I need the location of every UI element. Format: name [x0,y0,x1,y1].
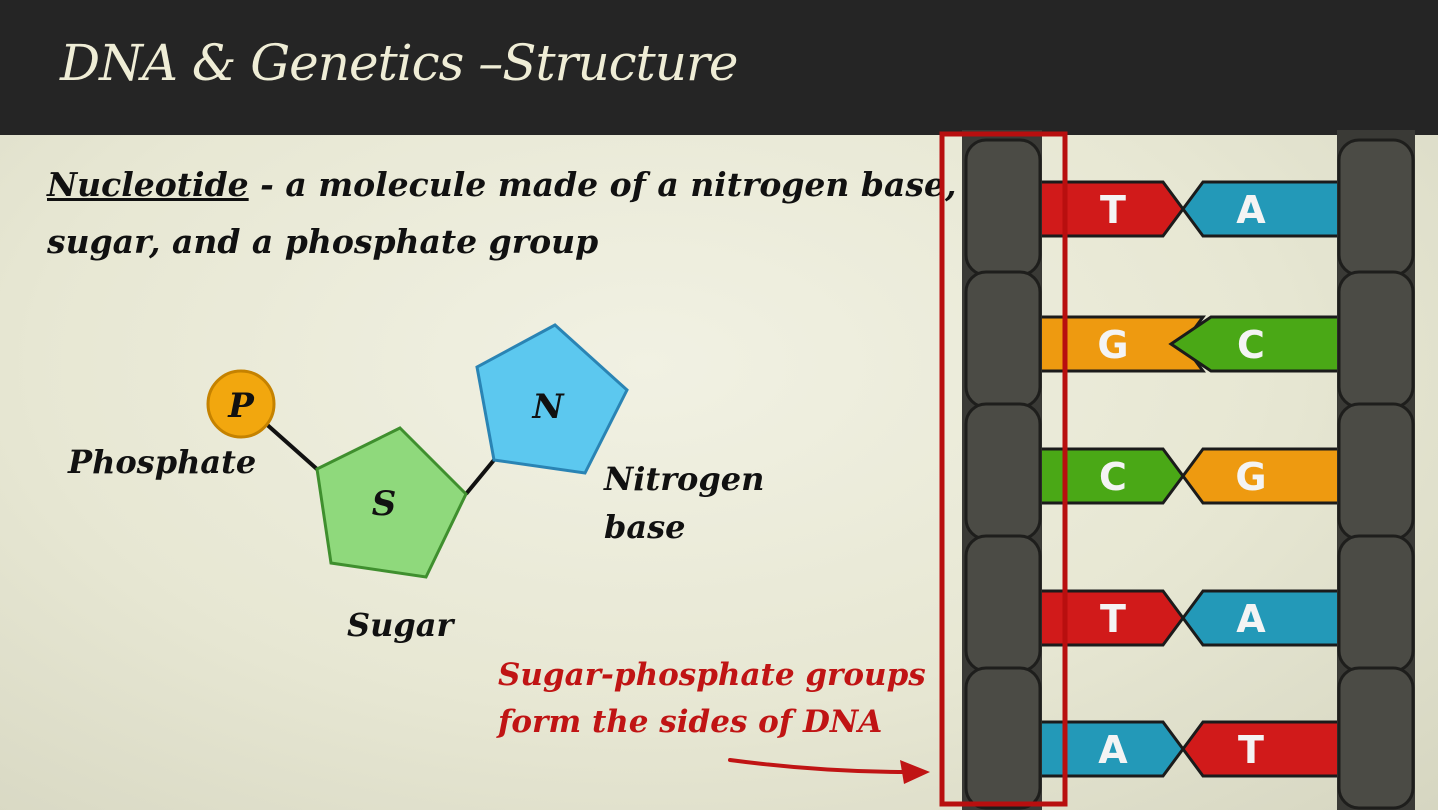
right-backbone-segment [1337,138,1415,277]
annotation-line-1: Sugar-phosphate groups [498,657,926,693]
sugar-symbol: S [372,484,397,524]
nitrogen-symbol: N [531,387,565,427]
definition-line-2: sugar, and a phosphate group [47,222,599,261]
base-letter-left: A [1098,728,1128,772]
base-letter-right: T [1238,728,1264,772]
right-backbone-segment [1337,270,1415,409]
base-letter-left: G [1097,323,1128,367]
definition-text-1: - a molecule made of a nitrogen base, a [248,165,990,204]
base-right-g [1181,447,1341,505]
sugar-pentagon [315,426,468,579]
annotation-arrow [728,758,910,774]
definition-term: Nucleotide [47,165,249,204]
definition-line-1: Nucleotide - a molecule made of a nitrog… [47,165,989,204]
right-backbone-segment [1337,534,1415,673]
arrowhead-icon [900,760,930,784]
left-backbone [962,130,1042,810]
left-backbone-segment [964,534,1042,673]
backbone-highlight-box [939,131,1068,807]
base-letter-right: C [1237,323,1265,367]
left-backbone-segment [964,270,1042,409]
left-backbone-segment [964,402,1042,541]
base-letter-left: C [1099,455,1127,499]
phosphate-symbol: P [227,386,255,426]
label-nitrogen-line-1: Nitrogen [604,460,765,498]
header-bar: DNA & Genetics –Structure [0,0,1438,135]
page-title: DNA & Genetics –Structure [60,34,738,92]
nitrogen-base-pentagon [475,323,629,475]
base-letter-right: A [1236,597,1266,641]
base-right-a [1181,180,1341,238]
sugar-base-bond [464,458,496,496]
phosphate-circle [206,369,276,439]
label-nitrogen-line-2: base [604,508,686,546]
annotation-line-2: form the sides of DNA [498,704,883,740]
label-phosphate: Phosphate [68,443,257,481]
base-letter-right: G [1235,455,1266,499]
nucleotide-diagram: P S N [206,323,629,579]
base-right-t [1181,720,1341,778]
right-backbone-segment [1337,402,1415,541]
label-sugar: Sugar [347,606,454,644]
base-right-a [1181,589,1341,647]
base-letter-left: T [1100,188,1126,232]
dna-rungs: T A G C C G T A A T [1038,180,1341,778]
base-letter-left: T [1100,597,1126,641]
right-backbone-segment [1337,666,1415,810]
left-backbone-segment [964,138,1042,277]
base-letter-right: A [1236,188,1266,232]
phosphate-sugar-bond [262,420,320,472]
right-backbone [1337,130,1415,810]
left-backbone-segment [964,666,1042,810]
